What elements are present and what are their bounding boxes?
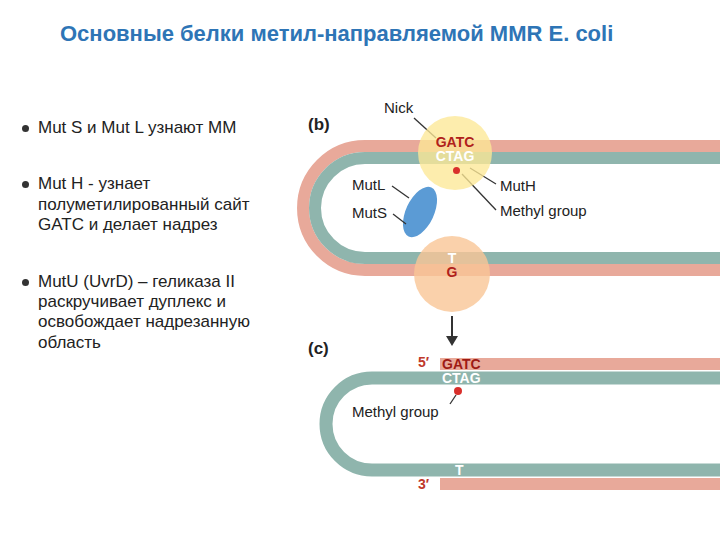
bullet-dot — [22, 181, 29, 188]
bullet-text: MutU (UvrD) – геликаза II раскручивает д… — [38, 272, 288, 354]
bullet-dot — [22, 279, 29, 286]
base-letters: GATC — [418, 135, 492, 149]
end-label: 5′ — [418, 355, 429, 369]
part-label: MutL — [352, 177, 385, 192]
daughter-strand — [326, 378, 720, 470]
part-label: Nick — [384, 100, 413, 115]
bullet-text: Mut H - узнает полуметилированный сайт G… — [38, 174, 288, 235]
base-letters: GATC — [442, 357, 481, 371]
bullet-text: Mut S и Mut L узнают ММ — [38, 118, 288, 138]
parent-strand — [303, 146, 720, 270]
mismatch-circle: TG — [414, 236, 490, 312]
base-letters: T — [414, 251, 490, 265]
bullet-dot — [22, 125, 29, 132]
slide-title: Основные белки метил-направляемой MMR E.… — [60, 20, 710, 48]
part-label: MutS — [352, 205, 387, 220]
methyl-dot — [454, 387, 462, 395]
panel-letter: (b) — [308, 116, 330, 133]
muth-site-circle: GATCCTAG — [418, 116, 492, 190]
daughter-strand — [315, 158, 720, 258]
part-label: MutH — [500, 178, 536, 193]
panel-letter: (c) — [308, 340, 329, 357]
step-arrowhead — [446, 336, 458, 346]
part-label: Methyl group — [352, 404, 439, 419]
mutl-muts-protein — [396, 182, 444, 243]
parent-strand — [440, 358, 720, 370]
parent-strand — [440, 478, 720, 490]
methyl-dot — [453, 167, 460, 174]
base-letters: CTAG — [442, 371, 481, 385]
end-label: 3′ — [418, 477, 429, 491]
step-arrow — [451, 316, 453, 338]
part-label: Methyl group — [500, 203, 587, 218]
base-letters: G — [414, 265, 490, 279]
base-letters: CTAG — [418, 149, 492, 163]
base-letters: T — [455, 463, 464, 477]
